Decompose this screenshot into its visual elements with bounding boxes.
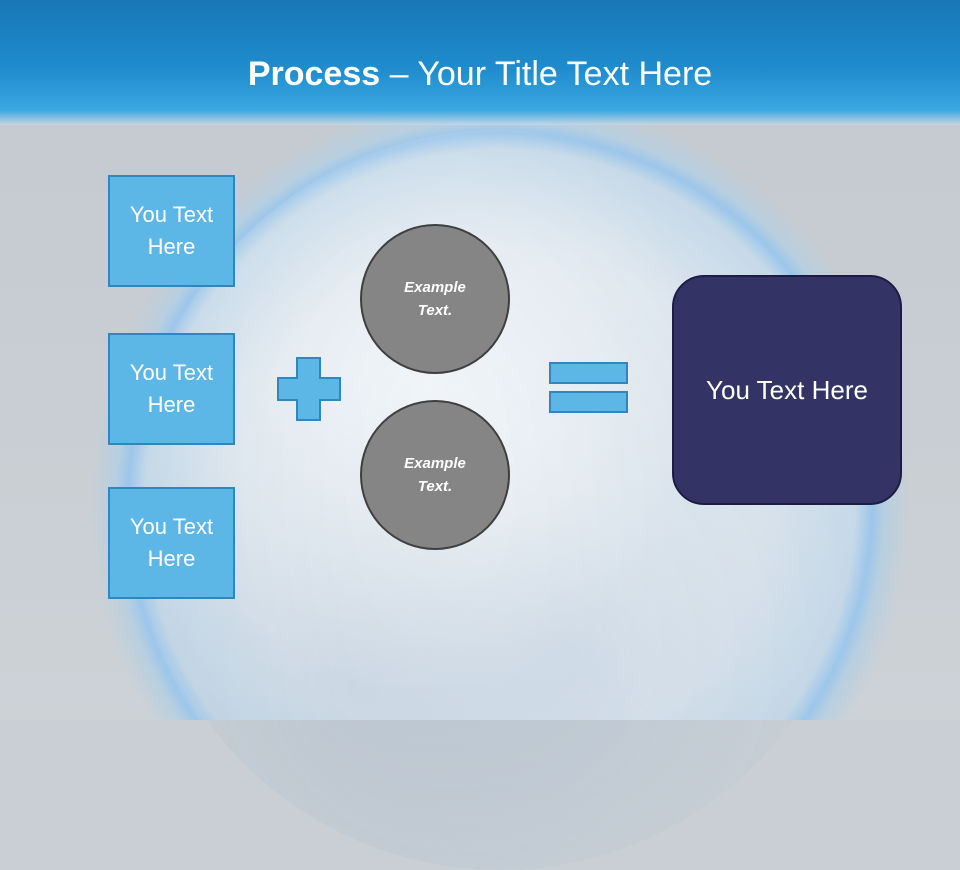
- title-bar: Process – Your Title Text Here: [0, 0, 960, 125]
- equals-icon: [549, 362, 628, 413]
- title-bold: Process: [247, 55, 381, 93]
- input-box-2-label: You Text Here: [129, 360, 214, 417]
- example-circle-2-label: Example Text.: [404, 455, 466, 495]
- input-box-2: You Text Here: [108, 333, 235, 445]
- example-circle-1-label: Example Text.: [404, 279, 466, 319]
- example-circle-1: Example Text.: [360, 224, 510, 374]
- slide-title: Process – Your Title Text Here: [0, 52, 960, 96]
- input-box-3-label: You Text Here: [129, 514, 214, 571]
- example-circle-2: Example Text.: [360, 400, 510, 550]
- plus-icon: [277, 357, 341, 421]
- result-box-label: You Text Here: [706, 374, 868, 405]
- input-box-1: You Text Here: [108, 175, 235, 287]
- input-box-3: You Text Here: [108, 487, 235, 599]
- result-box: You Text Here: [672, 275, 902, 505]
- input-box-1-label: You Text Here: [129, 202, 214, 259]
- title-rest: – Your Title Text Here: [380, 55, 713, 93]
